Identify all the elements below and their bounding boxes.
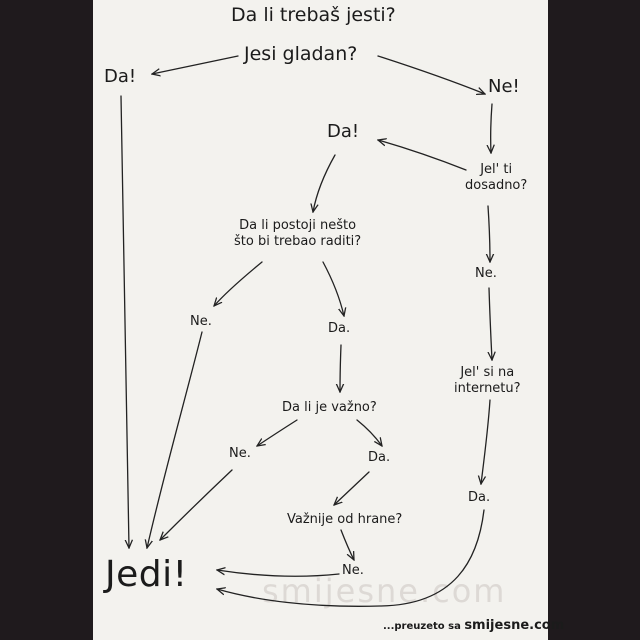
node-no-important: Ne. <box>229 446 251 461</box>
arrow-bored-to-no <box>488 205 490 262</box>
paper-background <box>93 0 548 640</box>
node-no-food: Ne. <box>342 563 364 578</box>
title-question: Da li trebaš jesti? <box>231 4 396 26</box>
arrow-no-to-internet <box>489 287 492 360</box>
node-food-question: Važnije od hrane? <box>287 512 403 527</box>
node-yes-internet: Da. <box>468 490 491 505</box>
internet-question-line-1: Jel' si na <box>460 365 515 380</box>
node-no-todo: Ne. <box>190 314 212 329</box>
arrow-bored-to-yes <box>378 140 467 171</box>
credit-site: smijesne.com <box>464 618 565 633</box>
node-no-hungry: Ne! <box>488 76 520 97</box>
bored-question-line-2: dosadno? <box>465 178 528 194</box>
node-todo-question: Da li postoji nešto što bi trebao raditi… <box>234 218 361 251</box>
arrow-todo-to-no <box>214 261 263 306</box>
arrow-no-food-to-eat <box>217 570 340 577</box>
node-eat: Jedi! <box>105 554 188 595</box>
arrow-todo-to-yes <box>322 261 344 316</box>
arrow-food-to-no <box>340 529 354 560</box>
node-important-question: Da li je važno? <box>282 400 377 415</box>
arrow-hungry-no <box>377 55 485 94</box>
bored-question-line-1: Jel' ti <box>480 162 513 177</box>
internet-question-line-2: internetu? <box>454 381 521 397</box>
arrow-yes-to-eat <box>120 95 129 548</box>
node-yes-bored: Da! <box>327 121 360 142</box>
arrow-hungry-yes <box>152 55 239 74</box>
arrow-yes-to-todo <box>313 154 336 212</box>
todo-question-line-1: Da li postoji nešto <box>239 218 357 233</box>
arrow-important-to-no <box>257 419 298 446</box>
todo-question-line-2: što bi trebao raditi? <box>234 234 362 250</box>
node-internet-question: Jel' si na internetu? <box>454 365 521 398</box>
node-hungry-question: Jesi gladan? <box>244 43 358 65</box>
arrow-yes-important-to-food <box>334 471 370 505</box>
arrow-important-to-yes <box>356 419 382 446</box>
arrow-internet-to-yes <box>481 399 491 484</box>
arrow-yes-todo-to-important <box>340 344 341 392</box>
arrow-no-important-to-eat <box>160 469 233 540</box>
arrow-yes-internet-to-eat <box>217 509 485 607</box>
node-no-bored: Ne. <box>475 266 497 281</box>
node-yes-todo: Da. <box>328 321 351 336</box>
node-bored-question: Jel' ti dosadno? <box>465 162 527 195</box>
node-yes-important: Da. <box>368 450 391 465</box>
arrow-no-todo-to-eat <box>147 331 203 548</box>
source-credit: ...preuzeto sa smijesne.com <box>383 618 564 633</box>
node-yes-hungry: Da! <box>104 66 137 87</box>
arrow-no-to-bored <box>491 103 492 153</box>
credit-prefix: ...preuzeto sa <box>383 621 461 632</box>
